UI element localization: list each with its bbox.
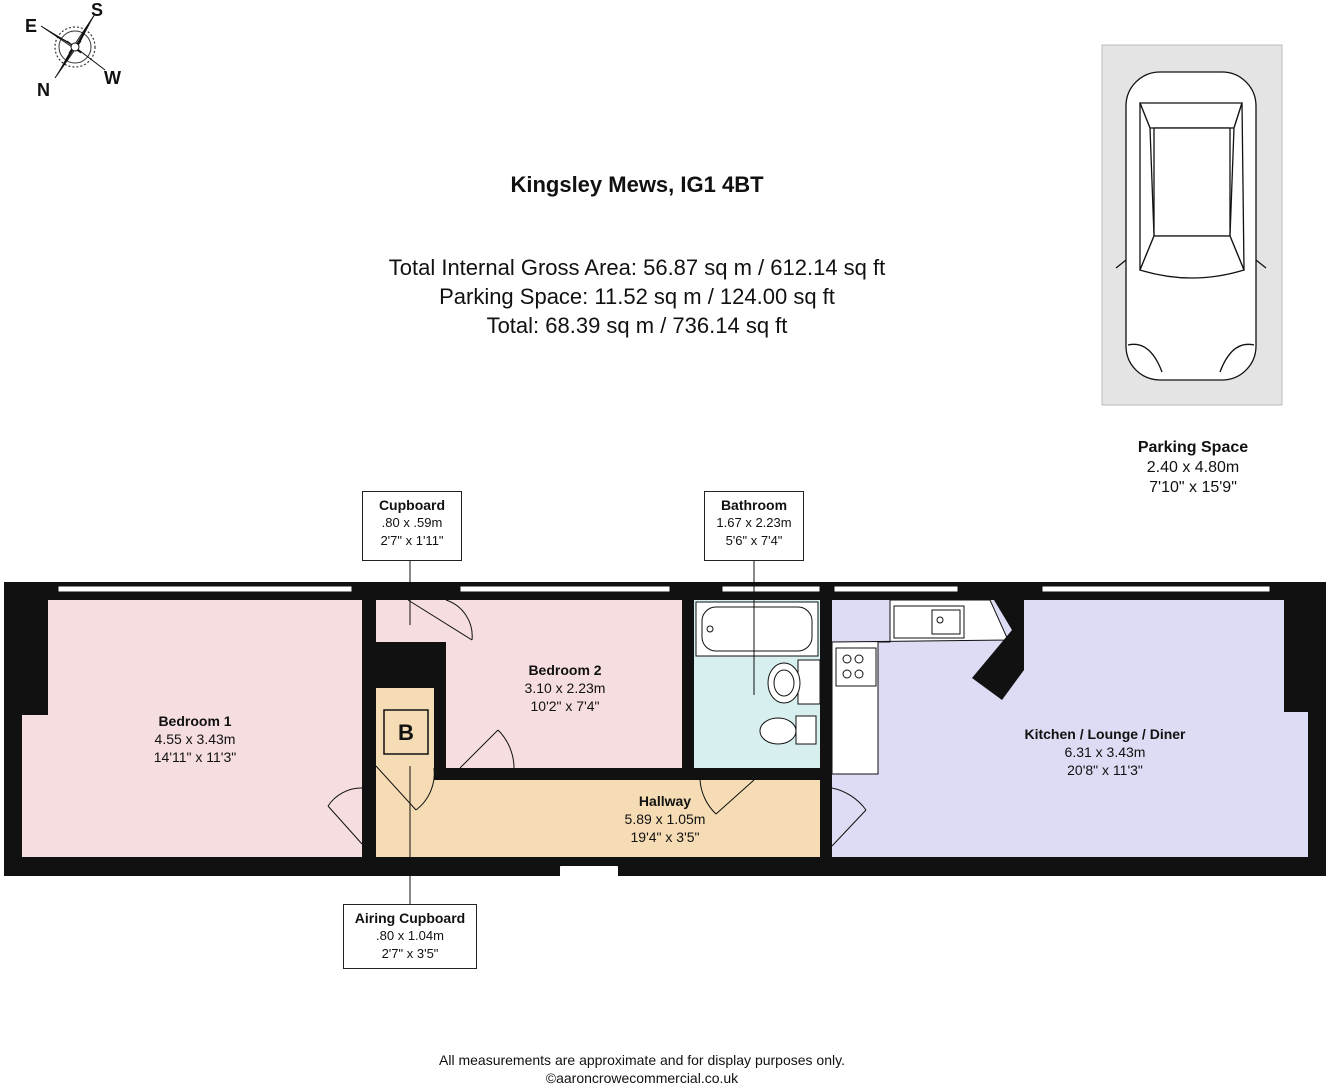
bathroom-callout: Bathroom 1.67 x 2.23m 5'6" x 7'4" xyxy=(704,491,804,561)
parking-name: Parking Space xyxy=(1137,439,1249,456)
kitchen-counter xyxy=(831,599,1009,775)
hallway-imperial: 19'4" x 3'5" xyxy=(630,829,700,845)
boiler-icon xyxy=(383,709,429,755)
car-icon xyxy=(1115,71,1267,381)
bedroom-2-floor xyxy=(446,600,682,768)
cupboard-imperial: 2'7" x 1'11" xyxy=(380,533,444,548)
airing-metric: .80 x 1.04m xyxy=(376,928,444,943)
bedroom-1-metric: 4.55 x 3.43m xyxy=(154,731,236,747)
airing-imperial: 2'7" x 3'5" xyxy=(381,946,439,961)
compass-n: N xyxy=(37,80,50,100)
callout-leaders xyxy=(409,560,755,904)
total-area: Total: 68.39 sq m / 736.14 sq ft xyxy=(486,313,788,338)
boiler-label: B xyxy=(398,720,414,745)
bedroom-1-name: Bedroom 1 xyxy=(158,713,232,729)
internal-walls xyxy=(362,600,832,880)
hallway-floor xyxy=(376,780,820,857)
parking-imperial: 7'10" x 15'9" xyxy=(1149,479,1237,496)
hallway-name: Hallway xyxy=(638,793,692,809)
compass-rose-icon: E S N W xyxy=(25,0,121,100)
compass-w: W xyxy=(104,68,121,88)
bedroom-1-imperial: 14'11" x 11'3" xyxy=(153,749,237,765)
bathroom-imperial: 5'6" x 7'4" xyxy=(725,533,783,548)
door-swings xyxy=(327,599,867,867)
cupboard-floor xyxy=(376,600,446,642)
property-title: Kingsley Mews, IG1 4BT xyxy=(510,172,764,197)
parking-space-label: Parking Space 2.40 x 4.80m 7'10" x 15'9" xyxy=(1100,438,1286,498)
kitchen-imperial: 20'8" x 11'3" xyxy=(1067,762,1143,778)
disclaimer: All measurements are approximate and for… xyxy=(439,1052,845,1068)
compass-s: S xyxy=(91,0,103,20)
airing-cupboard-callout: Airing Cupboard .80 x 1.04m 2'7" x 3'5" xyxy=(343,904,477,969)
toilet-icon xyxy=(759,715,817,745)
parking-metric: 2.40 x 4.80m xyxy=(1146,459,1240,476)
parking-area: Parking Space: 11.52 sq m / 124.00 sq ft xyxy=(439,284,835,309)
cupboard-callout: Cupboard .80 x .59m 2'7" x 1'11" xyxy=(362,491,462,561)
compass-e: E xyxy=(25,16,37,36)
bathroom-name: Bathroom xyxy=(720,497,788,513)
hallway-label: Hallway 5.89 x 1.05m 19'4" x 3'5" xyxy=(570,792,760,846)
bedroom-2-metric: 3.10 x 2.23m xyxy=(524,680,606,696)
kitchen-floor xyxy=(832,600,1308,857)
windows xyxy=(57,585,1271,593)
basin-icon xyxy=(767,659,821,705)
kitchen-name: Kitchen / Lounge / Diner xyxy=(1024,726,1186,742)
copyright: ©aaroncrowecommercial.co.uk xyxy=(545,1070,739,1086)
kitchen-metric: 6.31 x 3.43m xyxy=(1064,744,1146,760)
kitchen-label: Kitchen / Lounge / Diner 6.31 x 3.43m 20… xyxy=(990,725,1220,779)
bathroom-metric: 1.67 x 2.23m xyxy=(716,515,792,530)
hob-icon xyxy=(842,654,864,679)
bedroom-2-name: Bedroom 2 xyxy=(528,662,602,678)
bedroom-1-label: Bedroom 1 4.55 x 3.43m 14'11" x 11'3" xyxy=(100,712,290,766)
chimney-breast xyxy=(972,600,1024,700)
bath-icon xyxy=(695,601,819,657)
bedroom-1-floor xyxy=(22,600,362,857)
airing-name: Airing Cupboard xyxy=(354,910,466,926)
bedroom-2-imperial: 10'2" x 7'4" xyxy=(530,698,600,714)
gross-area: Total Internal Gross Area: 56.87 sq m / … xyxy=(388,255,886,280)
cupboard-metric: .80 x .59m xyxy=(381,515,443,530)
hallway-metric: 5.89 x 1.05m xyxy=(624,811,706,827)
parking-space xyxy=(1101,44,1283,406)
bedroom-2-label: Bedroom 2 3.10 x 2.23m 10'2" x 7'4" xyxy=(470,661,660,715)
cupboard-name: Cupboard xyxy=(378,497,446,513)
